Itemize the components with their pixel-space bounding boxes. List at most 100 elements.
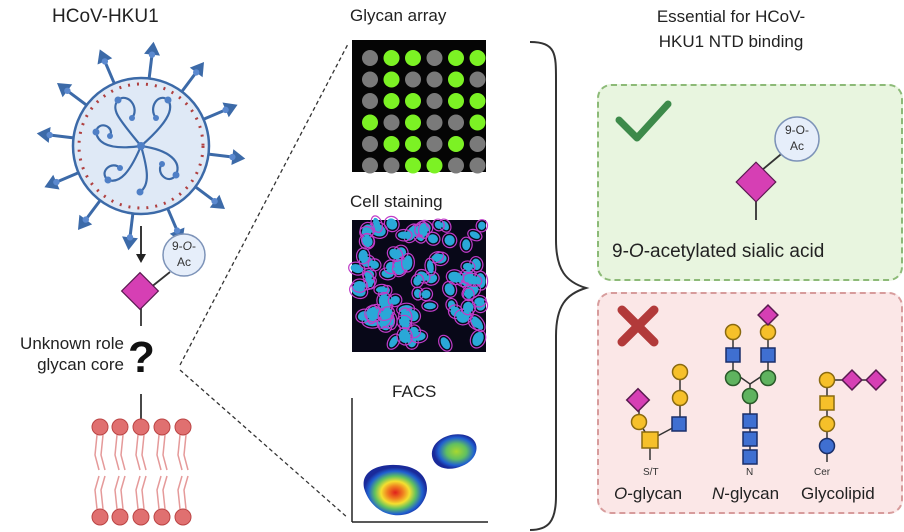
lipid-tail-top [94, 434, 100, 471]
zoom-line-top [179, 43, 349, 366]
cell-nucleus [389, 248, 401, 260]
spike-head [222, 102, 238, 118]
essential-title: Essential for HCoV-HKU1 NTD binding [656, 7, 806, 51]
cell-membrane-stain [396, 314, 413, 330]
spike-head [189, 62, 205, 78]
spike-base [126, 234, 134, 241]
glycan-array-spots [362, 50, 486, 174]
array-spot [362, 93, 378, 109]
cell-nucleus [373, 217, 381, 231]
cell-membrane-stain [428, 251, 445, 264]
array-spot [426, 71, 443, 88]
lipid-head-bottom [91, 508, 109, 526]
cell-membrane-stain [362, 270, 376, 290]
array-spot [426, 157, 443, 174]
facs-population-large [363, 464, 427, 516]
array-spot [469, 114, 486, 131]
cell-membrane-stain [445, 269, 465, 286]
cell-membrane-stain [438, 334, 453, 352]
array-spot [362, 136, 378, 152]
svg-text:Ac: Ac [177, 255, 191, 269]
spike-proteins [36, 41, 246, 251]
lipid-tail-top [100, 434, 106, 471]
cell-nucleus [431, 253, 442, 261]
cell-nucleus [370, 260, 379, 269]
lipid-head-top [91, 418, 109, 436]
array-spot [469, 157, 486, 174]
cell-nucleus [465, 290, 473, 299]
spike-head [231, 149, 246, 165]
spike-base [82, 216, 89, 223]
lipid-tail-top [114, 434, 120, 471]
sialic-acid-label: 9-O-acetylated sialic acid [612, 241, 825, 262]
cell-nucleus [474, 297, 485, 305]
array-spot [383, 136, 400, 152]
cell-nucleus [444, 235, 455, 246]
spike-base [148, 51, 156, 58]
cross-icon [617, 305, 659, 347]
spike-stalk [84, 199, 102, 221]
cell-nucleus [440, 337, 451, 350]
lipid-tail-top [156, 434, 162, 471]
spike-stalk [55, 171, 80, 184]
array-spot [426, 136, 443, 152]
arrow-head [136, 254, 146, 263]
spike-head [36, 127, 51, 143]
spike-base [101, 58, 109, 65]
cell-membrane-stain [386, 246, 404, 262]
virus-title: HCoV-HKU1 [52, 6, 159, 27]
cell-nucleus [465, 275, 480, 285]
lipid-head-bottom [111, 508, 129, 526]
non-essential-panel [597, 292, 903, 514]
spike-head [77, 214, 93, 230]
cell-nucleus [421, 290, 431, 299]
cell-membrane-stain [471, 294, 487, 308]
virus-icon [36, 41, 246, 251]
spike-base [229, 153, 236, 161]
cell-membrane-stain [425, 231, 441, 246]
lipid-head-bottom [174, 508, 192, 526]
array-spot [362, 50, 378, 66]
cell-membrane-stain [442, 280, 458, 298]
o-glycan-label: O-glycan [614, 484, 683, 503]
cell-membrane-stain [419, 287, 434, 302]
check-icon [615, 100, 672, 142]
spike-stalk [103, 60, 116, 85]
array-spot [469, 71, 486, 88]
n-glycan-structure [724, 304, 779, 465]
cell-membrane-stain [410, 273, 425, 289]
spike-stalk [147, 54, 154, 79]
cell-nucleus [380, 308, 393, 319]
cell-nucleus [389, 335, 399, 348]
facs-title: FACS [392, 382, 437, 401]
cell-nucleus [381, 269, 394, 278]
grouping-brace [529, 41, 590, 531]
cell-nucleus [434, 221, 443, 229]
array-spot [448, 136, 464, 152]
cell-nucleus [375, 286, 387, 293]
cell-membrane-stain [424, 257, 437, 276]
cell-membrane-stain [387, 293, 403, 308]
array-spot [448, 71, 464, 88]
cell-membrane-stain [454, 308, 472, 326]
lipid-head-bottom [132, 508, 150, 526]
cell-nucleus [462, 262, 473, 271]
cell-nucleus [353, 280, 366, 291]
spike-stalk [194, 185, 216, 203]
lipid-tail-top [162, 434, 168, 471]
cell-membrane-stain [418, 222, 431, 239]
cell-nucleus [472, 316, 484, 330]
glycolipid-sub: Cer [814, 467, 831, 478]
svg-text:9-O-: 9-O- [785, 123, 809, 137]
cell-nucleus [423, 302, 436, 310]
o-glycan-sub: S/T [643, 467, 659, 478]
array-spot [426, 114, 443, 131]
cell-nucleus [478, 221, 486, 230]
glycan-array-title: Glycan array [350, 6, 447, 25]
array-spot [405, 114, 421, 131]
array-spot [405, 93, 421, 109]
unknown-glycan-label: Unknown role glycan core [20, 334, 124, 374]
cell-membrane-stain [459, 236, 473, 253]
lipid-tail-top [141, 434, 147, 471]
cell-nucleus [420, 224, 428, 237]
